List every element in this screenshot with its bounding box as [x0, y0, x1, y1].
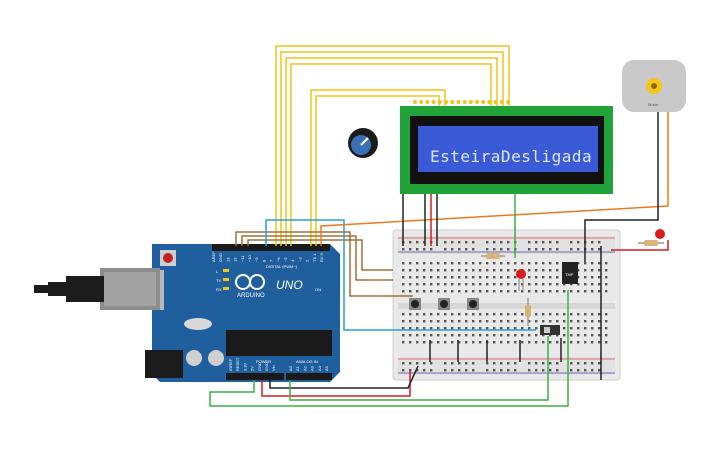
- arduino-logo: [235, 274, 265, 290]
- resistor-2[interactable]: [525, 298, 531, 326]
- wires: [209, 45, 669, 407]
- power-pin-label: GND: [264, 362, 269, 371]
- digital-pin-label: ~5: [283, 257, 288, 262]
- power-pin-label: 5V: [250, 366, 255, 371]
- digital-pin-label: GND: [218, 253, 223, 262]
- digital-pin-label: 8: [261, 259, 266, 262]
- led-label: RX: [216, 287, 222, 292]
- digital-pin-label: ~11: [240, 255, 245, 262]
- power-pin-label: IOREF: [228, 358, 233, 371]
- power-label: POWER: [256, 359, 271, 364]
- digital-pin-label: 7: [269, 259, 274, 262]
- led-label: TX: [216, 278, 221, 283]
- analog-pin-label: A3: [310, 365, 315, 371]
- digital-label: DIGITAL (PWM~): [266, 264, 298, 269]
- potentiometer[interactable]: [348, 128, 378, 158]
- lcd-16x2[interactable]: EsteiraDesligada: [400, 100, 613, 194]
- push-button-1[interactable]: [409, 298, 421, 310]
- resistor-3[interactable]: [638, 240, 664, 246]
- digital-pin-label: AREF: [211, 251, 216, 262]
- digital-pin-label: ~9: [254, 257, 259, 262]
- digital-pin-label: 4: [290, 259, 295, 262]
- external-led[interactable]: [655, 229, 665, 239]
- lcd-pin-header[interactable]: [413, 100, 510, 104]
- digital-header[interactable]: [212, 244, 330, 251]
- power-jack[interactable]: [145, 350, 183, 378]
- push-button-3[interactable]: [467, 298, 479, 310]
- on-label: ON: [315, 287, 321, 292]
- power-pin-label: GND: [257, 362, 262, 371]
- analog-label: ANALOG IN: [296, 359, 318, 364]
- breadboard-holes: [402, 241, 608, 372]
- red-led[interactable]: [516, 269, 526, 291]
- power-pin-label: RESET: [235, 357, 240, 371]
- usb-connector[interactable]: [34, 268, 160, 310]
- atmega-chip: [226, 330, 332, 356]
- resistor-1[interactable]: [481, 253, 505, 259]
- led-label: L: [216, 269, 219, 274]
- analog-pin-label: A2: [302, 365, 307, 371]
- digital-pin-label: ~6: [276, 257, 281, 262]
- analog-pin-label: A4: [317, 365, 322, 371]
- arduino-brand-text: ARDUINO: [237, 293, 265, 299]
- motor-label: Motor: [648, 102, 659, 107]
- power-pin-label: 3.3V: [242, 362, 247, 371]
- lcd-display-text: EsteiraDesligada: [430, 147, 592, 166]
- digital-pin-label: 13: [225, 257, 230, 262]
- arduino-model-text: UNO: [276, 278, 303, 292]
- analog-header[interactable]: [286, 373, 332, 380]
- analog-pin-label: A1: [295, 365, 300, 371]
- analog-pin-label: A5: [324, 365, 329, 371]
- digital-pin-label: 12: [233, 257, 238, 262]
- digital-pin-label: RX 0: [319, 252, 324, 262]
- digital-pin-label: ~10: [247, 254, 252, 262]
- board-led-labels: L TX RX: [216, 269, 229, 292]
- dc-motor[interactable]: Motor: [622, 60, 686, 112]
- arduino-uno-board[interactable]: ARDUINO UNO DIGITAL (PWM~) ANALOG IN POW…: [34, 244, 340, 382]
- tmp-sensor[interactable]: TMP: [562, 262, 578, 284]
- power-header[interactable]: [226, 373, 284, 380]
- power-pin-label: Vin: [271, 365, 276, 371]
- digital-pin-label: 2: [305, 259, 310, 262]
- analog-pin-label: A0: [288, 365, 293, 371]
- push-button-2[interactable]: [438, 298, 450, 310]
- digital-pin-label: ~3: [297, 257, 302, 262]
- breadboard[interactable]: [392, 229, 621, 381]
- digital-pin-label: TX 1: [312, 253, 317, 262]
- tmp-label: TMP: [565, 272, 574, 277]
- slide-switch[interactable]: [540, 325, 560, 335]
